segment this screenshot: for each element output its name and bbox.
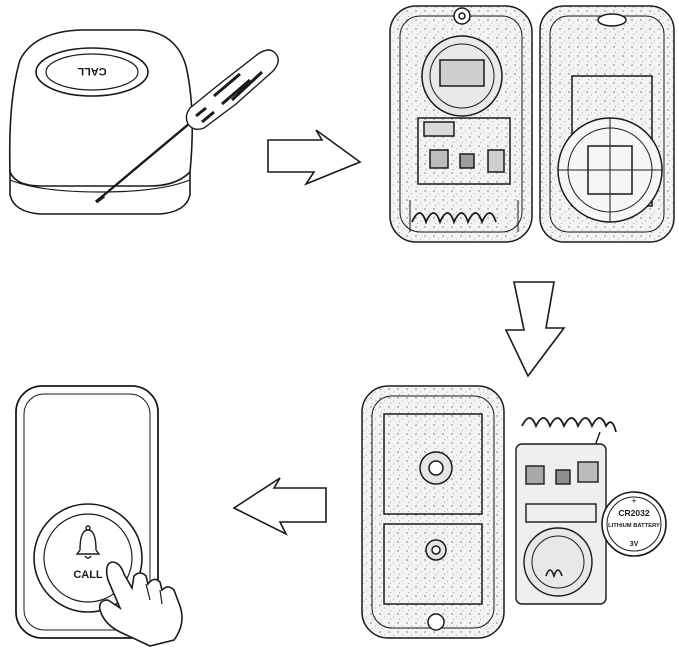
closed-doorbell-body: CALL [10,30,193,214]
step1-open-with-screwdriver: CALL [10,30,279,214]
battery-model-label: CR2032 [618,508,649,518]
battery-voltage-label: 3V [630,541,639,548]
step4-press-call: CALL [16,386,182,646]
case-half-left-circuit [390,6,532,242]
arrow-right-icon [268,130,360,184]
step2-opened-case [390,6,674,242]
arrow-left-icon [234,478,326,534]
call-button-label: CALL [73,569,103,581]
lid-call-text: CALL [77,65,107,77]
arrow-down-icon [506,282,564,376]
coin-battery-icon: + CR2032 LITHIUM BATTERY 3V [602,492,666,556]
case-half-right-shell [540,6,674,242]
circuit-board [516,418,616,604]
case-back-shell [362,386,504,638]
battery-type-label: LITHIUM BATTERY [608,523,660,529]
svg-text:+: + [631,496,636,506]
step3-replace-battery: + CR2032 LITHIUM BATTERY 3V [362,386,666,638]
